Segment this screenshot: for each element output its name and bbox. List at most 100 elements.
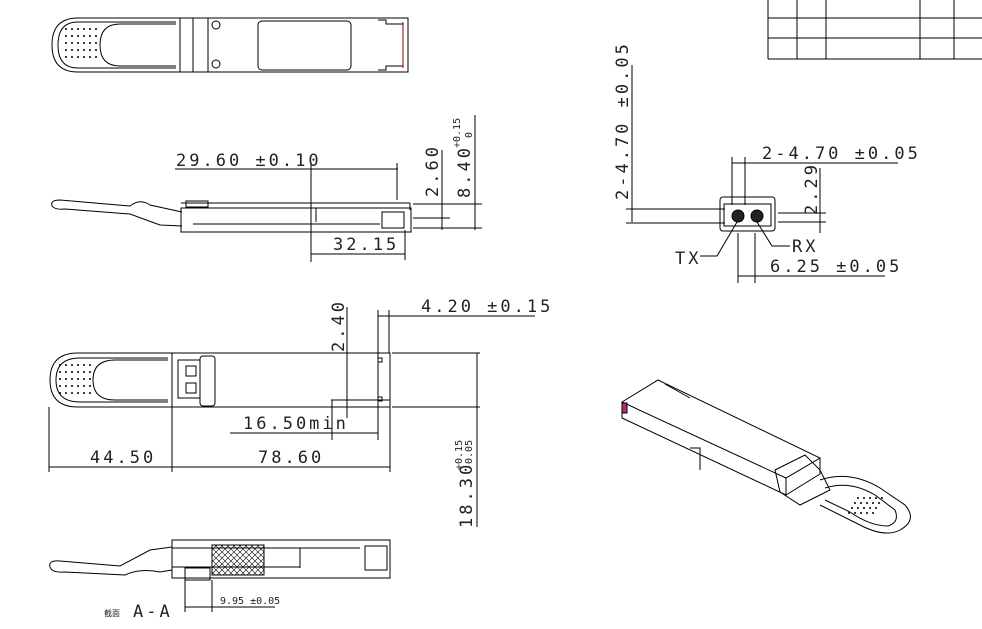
dim-2-40: 2.40 [329, 299, 349, 352]
dim-29-60: 29.60 ±0.10 [176, 151, 322, 171]
grip-dot [95, 42, 97, 44]
grip-dot [89, 49, 91, 51]
grip-dot [878, 502, 880, 504]
grip-dot [89, 364, 91, 366]
dim-78-60: 78.60 [258, 448, 324, 468]
grip-dot [83, 392, 85, 394]
grip-dot [875, 507, 877, 509]
grip-dot [71, 42, 73, 44]
grip-dot [77, 378, 79, 380]
grip-dot [872, 502, 874, 504]
bottom-view [48, 307, 535, 527]
grip-dot [59, 392, 61, 394]
grip-dot [83, 364, 85, 366]
section-label: A-A [133, 602, 173, 622]
grip-dot [854, 512, 856, 514]
grip-dot [860, 502, 862, 504]
dim-2-29: 2.29 [802, 162, 822, 215]
grip-dot [83, 35, 85, 37]
grip-dot [65, 35, 67, 37]
grip-dot [863, 507, 865, 509]
grip-dot [875, 497, 877, 499]
grip-dot [71, 364, 73, 366]
grip-dot [59, 378, 61, 380]
isometric-view [620, 379, 911, 534]
grip-dot [89, 392, 91, 394]
grip-dot [83, 42, 85, 44]
grip-dot [71, 392, 73, 394]
grip-dot [77, 28, 79, 30]
grip-dot [857, 507, 859, 509]
grip-dot [65, 385, 67, 387]
front-view-connector [626, 65, 898, 283]
grip-dot [65, 42, 67, 44]
grip-dot [77, 49, 79, 51]
dim-9-95: 9.95 ±0.05 [220, 596, 280, 607]
grip-dot [89, 378, 91, 380]
grip-dot [863, 497, 865, 499]
grip-dot [857, 497, 859, 499]
grip-dot [89, 385, 91, 387]
grip-dot [77, 35, 79, 37]
grip-dot [71, 385, 73, 387]
title-block-table [767, 0, 982, 60]
grip-dot [866, 512, 868, 514]
tol-18-30-lower: -0.05 [464, 440, 475, 470]
grip-dot [869, 507, 871, 509]
grip-dot [65, 392, 67, 394]
grip-dot [77, 385, 79, 387]
grip-dots-isometric [848, 497, 883, 514]
section-prefix: 截面 [104, 608, 120, 618]
grip-dot [71, 49, 73, 51]
rx-label: RX [792, 237, 818, 257]
dim-8-40: 8.40 [455, 145, 475, 198]
dim-6-25: 6.25 ±0.05 [770, 257, 902, 277]
grip-dot [77, 56, 79, 58]
grip-dot [77, 371, 79, 373]
grip-dot [95, 35, 97, 37]
grip-dot [83, 49, 85, 51]
grip-dot [65, 49, 67, 51]
grip-dot [95, 56, 97, 58]
grip-dot [71, 28, 73, 30]
dim-44-50: 44.50 [90, 448, 156, 468]
dim-32-15: 32.15 [333, 235, 399, 255]
grip-dot [89, 28, 91, 30]
dim-16-50: 16.50min [243, 414, 349, 434]
tol-18-30-upper: +0.15 [454, 440, 465, 470]
grip-dot [77, 42, 79, 44]
grip-dot [59, 371, 61, 373]
grip-dot [83, 385, 85, 387]
grip-dot [65, 28, 67, 30]
tol-8-40-lower: 0 [464, 132, 475, 138]
tx-label: TX [675, 249, 701, 269]
grip-dot [89, 42, 91, 44]
grip-dots-top [65, 28, 97, 58]
side-view [51, 115, 482, 262]
grip-dot [71, 35, 73, 37]
tol-8-40-upper: +0.15 [452, 118, 463, 148]
grip-dot [65, 364, 67, 366]
grip-dot [881, 497, 883, 499]
grip-dot [95, 49, 97, 51]
grip-dot [854, 502, 856, 504]
grip-dot [851, 507, 853, 509]
grip-dot [59, 364, 61, 366]
grip-dot [59, 385, 61, 387]
grip-dot [89, 371, 91, 373]
grip-dot [77, 392, 79, 394]
dim-18-30: 18.30 [457, 462, 477, 528]
grip-dot [71, 56, 73, 58]
grip-dot [83, 56, 85, 58]
section-view-a-a [49, 539, 391, 612]
top-view [51, 17, 409, 73]
grip-dot [71, 371, 73, 373]
grip-dot [83, 371, 85, 373]
grip-dot [65, 371, 67, 373]
dim-vertical-pitch: 2-4.70 ±0.05 [613, 41, 633, 200]
grip-dot [860, 512, 862, 514]
grip-dot [89, 56, 91, 58]
grip-dot [848, 512, 850, 514]
